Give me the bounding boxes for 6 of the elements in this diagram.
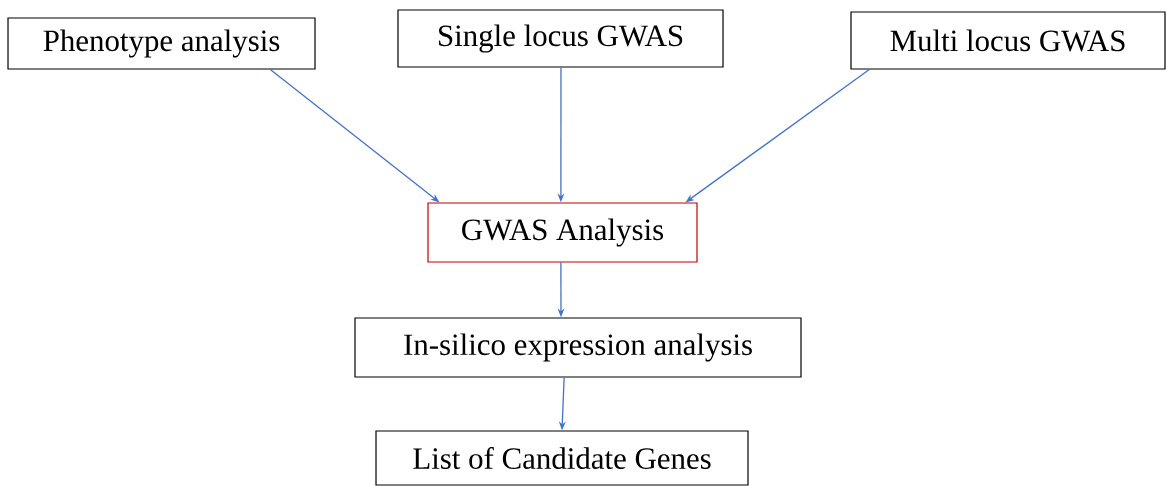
process-box: In-silico expression analysis xyxy=(354,317,802,378)
process-box: List of Candidate Genes xyxy=(375,430,749,486)
process-box: Phenotype analysis xyxy=(7,17,316,70)
process-box: Multi locus GWAS xyxy=(850,11,1166,70)
process-box: Single locus GWAS xyxy=(397,9,724,68)
process-box: GWAS Analysis xyxy=(427,202,698,263)
